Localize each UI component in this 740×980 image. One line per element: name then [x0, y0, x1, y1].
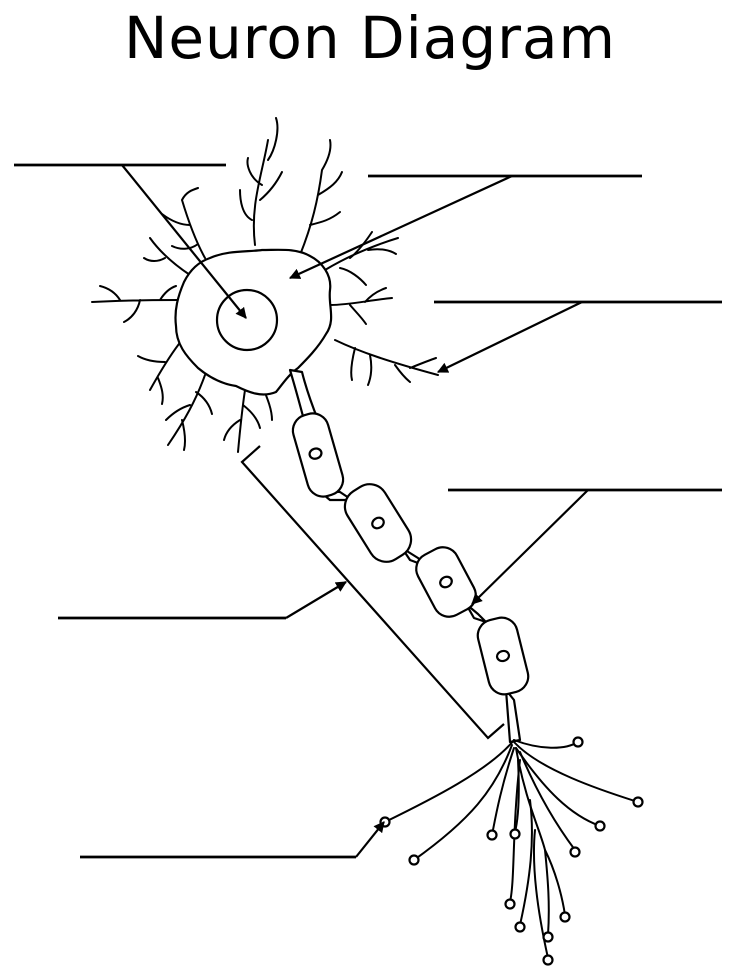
- leader-axon-terminals: [355, 821, 385, 858]
- leader-axon: [285, 581, 347, 619]
- dendrites: [91, 117, 439, 453]
- leader-lines: [121, 164, 589, 858]
- dendrite-bottom-left: [165, 374, 213, 451]
- schwann-cell-1: [291, 412, 345, 498]
- dendrite-left-upper: [143, 237, 191, 276]
- terminal-bulbs: [379, 736, 644, 966]
- axon-end: [504, 688, 522, 744]
- leader-myelin-sheath: [471, 489, 589, 605]
- dendrite-bottom: [223, 384, 273, 453]
- nucleus: [215, 288, 279, 352]
- dendrite-left: [91, 285, 181, 323]
- dendrite-right: [329, 287, 393, 325]
- leader-cell-body: [289, 175, 513, 279]
- schwann-cell-4: [476, 616, 530, 696]
- axon: [316, 488, 522, 744]
- dendrite-left-top: [161, 187, 206, 259]
- dendrite-right-lower: [334, 339, 439, 386]
- axon-terminals: [379, 736, 644, 966]
- leader-nucleus: [121, 164, 247, 319]
- schwann-cell-2: [343, 483, 413, 563]
- dendrite-right-upper: [324, 231, 399, 286]
- leader-dendrites: [437, 301, 583, 373]
- axon-bracket: [240, 445, 505, 740]
- myelin-sheath: [291, 412, 530, 696]
- schwann-cell-3: [415, 546, 477, 618]
- page-title: Neuron Diagram: [123, 4, 617, 72]
- dendrite-top: [239, 117, 283, 246]
- dendrite-left-lower: [137, 339, 183, 405]
- dendrite-top-right: [299, 139, 343, 256]
- label-blanks: [14, 163, 722, 859]
